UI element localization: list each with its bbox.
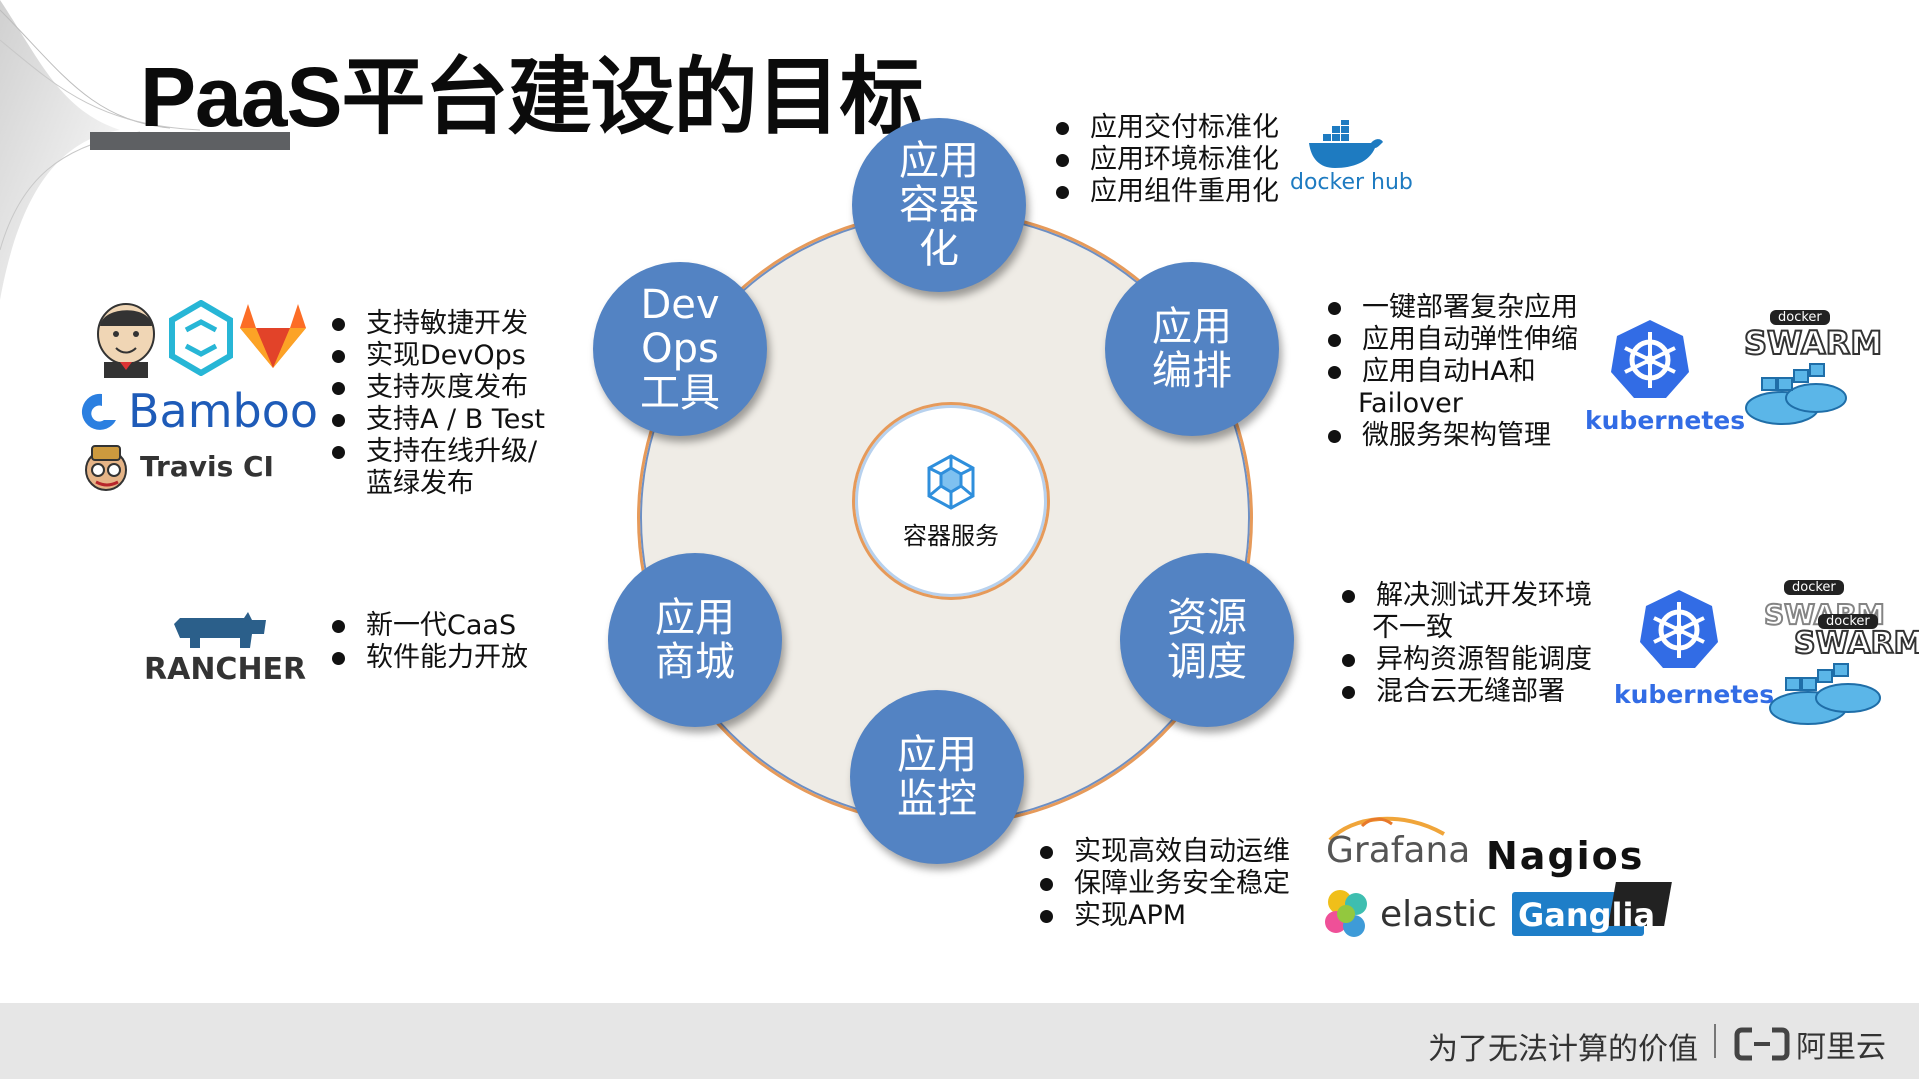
elastic-logo: elastic [1322,888,1497,944]
swarm-whales-icon [1745,363,1847,425]
dockerhub-logo: docker hub [1290,120,1413,200]
store-list: 新一代CaaS 软件能力开放 [330,610,528,674]
container-service-icon [927,454,975,510]
aliyun-logo: 阿里云 [1734,1022,1886,1066]
node-orchestration-label: 应用 编排 [1152,304,1232,394]
list-item-continuation-text: 蓝绿发布 [366,468,474,499]
bamboo-text: Bamboo [128,384,319,438]
grafana-text: Grafana [1326,830,1471,871]
list-item: 实现DevOps [330,340,545,372]
list-item: 实现高效自动运维 [1038,836,1290,868]
list-item-continuation-text: Failover [1358,388,1463,419]
page-title: PaaS平台建设的目标 [140,50,923,144]
list-item: 一键部署复杂应用 [1326,292,1578,324]
bamboo-icon [81,393,116,430]
kubernetes-helm-icon [1640,590,1718,668]
orchestration-list: 一键部署复杂应用 应用自动弹性伸缩 应用自动HA和 Failover 微服务架构… [1326,292,1578,452]
swarm-whales-icon [1769,663,1881,725]
list-item: 支持灰度发布 [330,372,545,404]
aliyun-bracket-icon [1734,1027,1790,1061]
list-item-continuation: Failover [1326,388,1578,420]
node-devops-label: Dev Ops 工具 [640,282,720,416]
list-item: 支持在线升级/ [330,436,545,468]
kubernetes-logo: kubernetes [1585,318,1745,438]
swarm-docker-tag: docker [1784,580,1844,595]
grafana-logo: Grafana [1322,812,1470,880]
list-item: 实现APM [1038,900,1290,932]
elastic-cluster-icon [1325,890,1367,937]
list-item: 新一代CaaS [330,610,528,642]
docker-swarm-logo-2: docker SWARM docker SWARM [1763,580,1919,730]
node-monitoring[interactable]: 应用 监控 [850,690,1024,864]
list-item: 应用自动弹性伸缩 [1326,324,1578,356]
swarm-docker-tag: docker [1770,310,1830,325]
list-item: 应用交付标准化 [1054,112,1279,144]
list-item: 软件能力开放 [330,642,528,674]
kubernetes-helm-icon [1611,320,1689,398]
node-monitoring-label: 应用 监控 [897,732,977,822]
node-container[interactable]: 应用 容器 化 [852,118,1026,292]
node-store-label: 应用 商城 [655,595,735,685]
travis-text: Travis CI [140,450,274,483]
list-item-continuation-text: 不一致 [1372,612,1453,643]
list-item: 异构资源智能调度 [1340,644,1592,676]
rancher-logo: RANCHER [140,612,306,688]
list-item: 混合云无缝部署 [1340,676,1592,708]
node-container-label: 应用 容器 化 [899,138,979,272]
nagios-logo: Nagios [1486,834,1645,878]
dockerhub-text: docker hub [1290,170,1413,195]
footer-separator [1714,1024,1716,1058]
list-item: 应用组件重用化 [1054,176,1279,208]
center-label: 容器服务 [903,522,999,550]
list-item: 解决测试开发环境 [1340,580,1592,612]
list-item-continuation: 不一致 [1340,612,1592,644]
ganglia-text: Ganglia [1518,896,1656,934]
container-list: 应用交付标准化 应用环境标准化 应用组件重用化 [1054,112,1279,208]
docker-whale-icon [1309,120,1383,168]
rancher-text: RANCHER [144,652,307,687]
devops-list: 支持敏捷开发 实现DevOps 支持灰度发布 支持A / B Test 支持在线… [330,308,545,500]
elastic-text: elastic [1380,894,1497,935]
kubernetes-text: kubernetes [1614,680,1775,709]
list-item: 应用环境标准化 [1054,144,1279,176]
kubernetes-logo-2: kubernetes [1614,588,1774,709]
hexagon-ci-icon [169,300,233,376]
jenkins-icon [97,303,155,378]
swarm-text: SWARM [1793,625,1919,662]
grafana-flame-icon [1328,816,1445,842]
gitlab-icon [240,304,306,368]
node-scheduling-label: 资源 调度 [1167,595,1247,685]
node-scheduling[interactable]: 资源 调度 [1120,553,1294,727]
footer-bar [0,1003,1919,1079]
footer-slogan: 为了无法计算的价值 [1428,1032,1698,1067]
node-store[interactable]: 应用 商城 [608,553,782,727]
list-item-continuation: 蓝绿发布 [330,468,545,500]
monitoring-list: 实现高效自动运维 保障业务安全稳定 实现APM [1038,836,1290,932]
bamboo-logo: Bamboo [80,384,318,438]
travis-mascot-icon [85,445,127,491]
docker-swarm-logo: docker SWARM [1740,310,1883,430]
list-item: 保障业务安全稳定 [1038,868,1290,900]
node-orchestration[interactable]: 应用 编排 [1105,262,1279,436]
list-item: 应用自动HA和 [1326,356,1578,388]
rancher-bull-icon [174,612,266,648]
ganglia-logo: Ganglia [1512,882,1672,938]
swarm-text: SWARM [1743,323,1883,363]
aliyun-text: 阿里云 [1796,1030,1886,1065]
list-item: 微服务架构管理 [1326,420,1578,452]
scheduling-list: 解决测试开发环境 不一致 异构资源智能调度 混合云无缝部署 [1340,580,1592,708]
swarm-docker-tag: docker [1818,614,1878,629]
kubernetes-text: kubernetes [1585,406,1746,435]
list-item: 支持A / B Test [330,404,545,436]
node-devops[interactable]: Dev Ops 工具 [593,262,767,436]
travis-ci-logo: Travis CI [78,442,298,492]
list-item: 支持敏捷开发 [330,308,545,340]
title-underline [90,132,290,150]
